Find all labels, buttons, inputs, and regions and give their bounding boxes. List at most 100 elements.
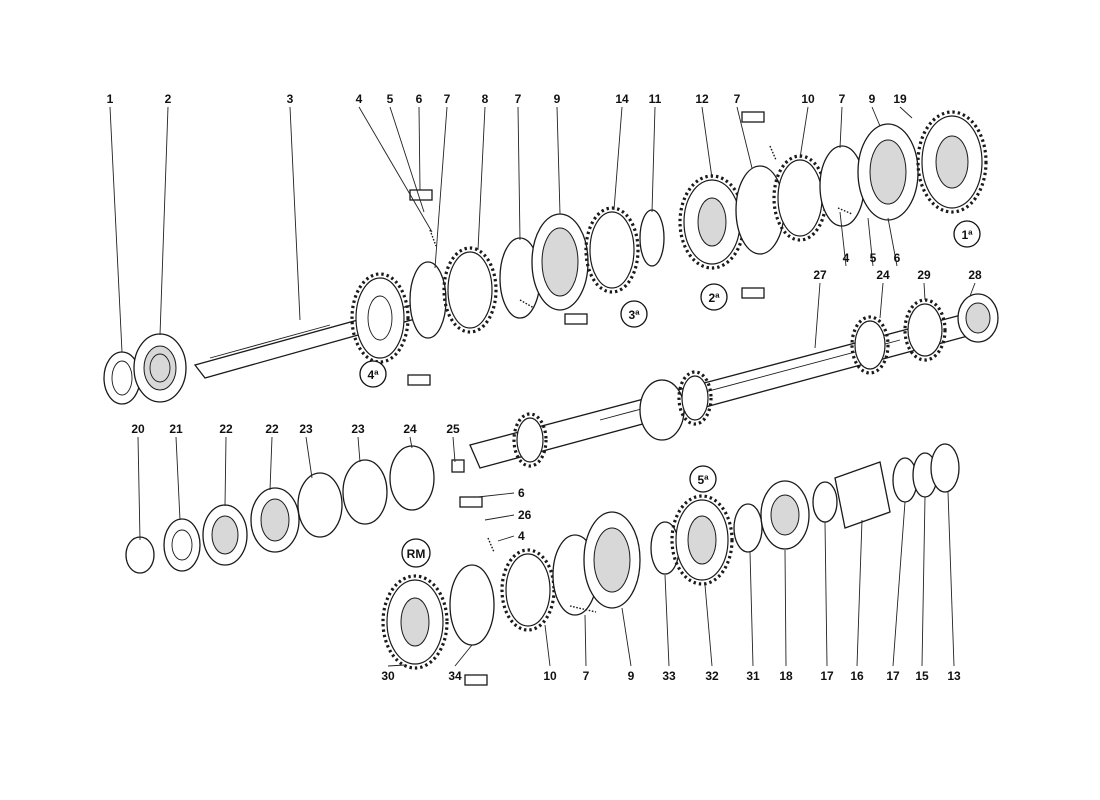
leader-line-43 [749, 551, 754, 667]
part-label-31: 24 [403, 422, 417, 436]
part-label-28: 22 [265, 422, 279, 436]
part-label-16: 9 [869, 92, 876, 106]
leader-line-29 [305, 436, 313, 479]
leader-line-9 [556, 106, 561, 215]
part-label-18: 4 [843, 251, 850, 265]
part-label-38: 10 [543, 669, 557, 683]
part-label-29: 23 [299, 422, 313, 436]
leader-line-0 [109, 106, 123, 353]
leader-line-45 [824, 521, 828, 667]
leader-line-15 [839, 106, 843, 149]
leader-line-22 [879, 282, 884, 319]
part-label-27: 22 [219, 422, 233, 436]
part-label-5: 6 [416, 92, 423, 106]
part-label-1: 2 [165, 92, 172, 106]
callout-1st: 1ª [953, 220, 981, 248]
part-label-41: 33 [662, 669, 676, 683]
part-label-20: 6 [894, 251, 901, 265]
leader-line-44 [784, 549, 787, 667]
leader-line-31 [409, 436, 413, 449]
callout-3rd-text: 3ª [628, 308, 640, 322]
leader-line-18 [839, 211, 847, 267]
leader-line-3 [358, 106, 433, 233]
leader-line-24 [969, 282, 976, 297]
leader-line-17 [899, 106, 913, 119]
mainshaft-assembly [103, 110, 988, 405]
leader-line-30 [357, 436, 361, 463]
gear-callouts: 1ª 2ª 3ª 4ª 5ª RM [359, 220, 981, 568]
part-label-42: 32 [705, 669, 719, 683]
part-label-14: 10 [801, 92, 815, 106]
part-label-10: 14 [615, 92, 629, 106]
part-label-39: 7 [583, 669, 590, 683]
part-label-11: 11 [649, 92, 662, 106]
leader-line-6 [434, 106, 448, 269]
part-label-33: 6 [518, 486, 525, 500]
countershaft-bearings [125, 445, 435, 574]
part-label-49: 13 [947, 669, 961, 683]
callout-2nd-text: 2ª [708, 291, 720, 305]
leader-line-5 [418, 106, 421, 191]
part-label-13: 7 [734, 92, 741, 106]
leader-line-36 [387, 664, 406, 667]
part-label-43: 31 [746, 669, 760, 683]
leader-line-20 [887, 217, 898, 267]
leader-line-32 [452, 436, 456, 463]
part-label-47: 17 [886, 669, 900, 683]
part-label-6: 7 [444, 92, 451, 106]
callout-4th-text: 4ª [367, 368, 379, 382]
leader-line-27 [224, 436, 227, 507]
part-label-21: 27 [813, 268, 827, 282]
part-label-3: 4 [356, 92, 363, 106]
leader-line-7 [477, 106, 486, 251]
leader-line-28 [269, 436, 273, 491]
part-label-4: 5 [387, 92, 394, 106]
part-label-34: 26 [518, 508, 532, 522]
leader-line-1 [159, 106, 169, 336]
part-label-15: 7 [839, 92, 846, 106]
leader-line-4 [389, 106, 425, 213]
fifth-reverse-assembly [381, 443, 960, 686]
callout-3rd: 3ª [620, 300, 648, 328]
part-label-45: 17 [820, 669, 834, 683]
part-label-36: 30 [381, 669, 395, 683]
callout-reverse: RM [401, 538, 431, 568]
part-label-37: 34 [448, 669, 462, 683]
part-label-12: 12 [695, 92, 709, 106]
leader-line-19 [867, 217, 874, 267]
leader-line-46 [856, 519, 863, 667]
leader-line-38 [544, 624, 551, 667]
part-label-2: 3 [287, 92, 294, 106]
part-label-19: 5 [870, 251, 877, 265]
countershaft-assembly [451, 293, 999, 473]
part-label-46: 16 [850, 669, 864, 683]
leader-line-13 [736, 106, 753, 169]
leader-line-35 [497, 535, 515, 542]
leader-line-48 [921, 496, 926, 667]
part-label-32: 25 [446, 422, 460, 436]
leader-line-49 [947, 491, 955, 667]
leader-line-14 [799, 106, 809, 159]
part-label-9: 9 [554, 92, 561, 106]
leader-line-33 [477, 492, 515, 498]
part-label-7: 8 [482, 92, 489, 106]
leader-line-8 [517, 106, 521, 241]
part-label-35: 4 [518, 529, 525, 543]
leader-line-26 [175, 436, 181, 521]
part-label-17: 19 [893, 92, 907, 106]
leader-line-37 [454, 644, 473, 667]
leader-line-10 [613, 106, 623, 211]
callout-4th: 4ª [359, 360, 387, 388]
leader-line-40 [621, 607, 632, 667]
leader-line-16 [871, 106, 881, 127]
callout-5th: 5ª [689, 465, 717, 493]
leader-line-23 [923, 282, 926, 301]
leader-line-25 [137, 436, 141, 541]
part-label-48: 15 [915, 669, 929, 683]
part-label-26: 21 [169, 422, 183, 436]
leader-line-41 [664, 574, 670, 667]
leader-line-21 [814, 282, 821, 349]
callout-1st-text: 1ª [961, 228, 973, 242]
